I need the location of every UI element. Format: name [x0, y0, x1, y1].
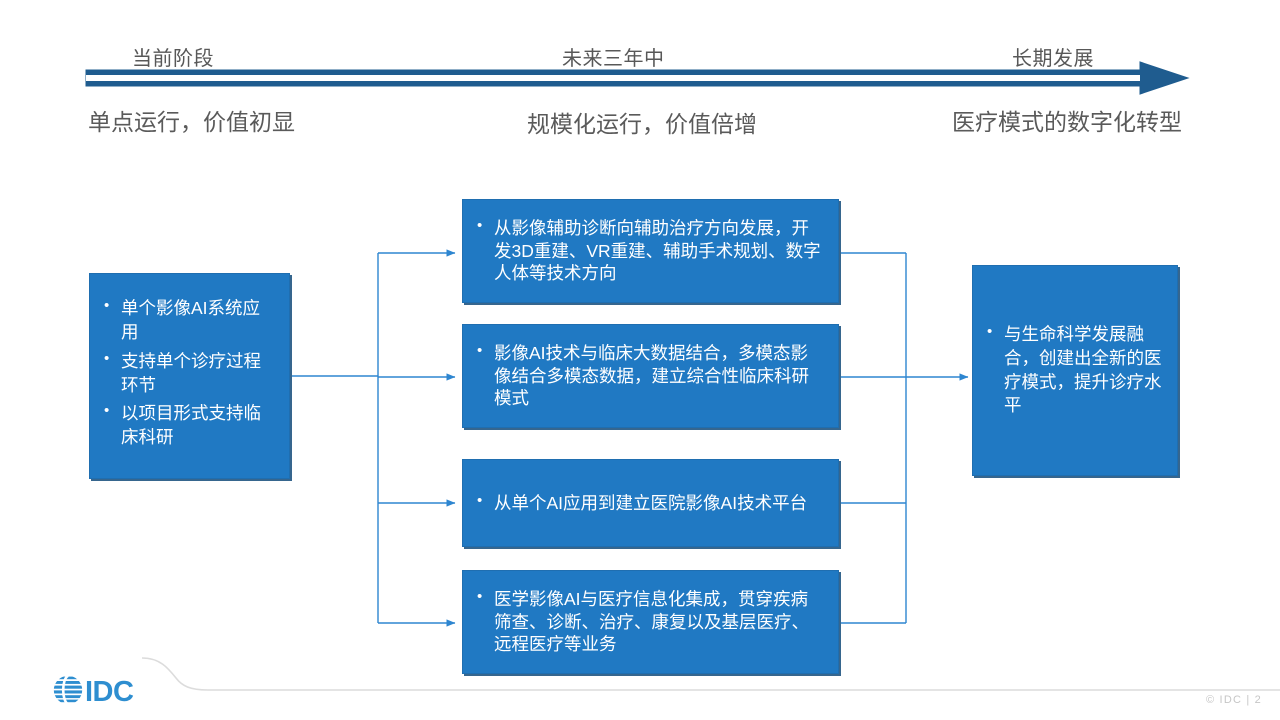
flow-node-current-stage[interactable]: 单个影像AI系统应用 支持单个诊疗过程环节 以项目形式支持临床科研 — [89, 273, 290, 479]
timeline-phase-caption-current: 单点运行，价值初显 — [88, 109, 295, 135]
flow-node-midterm-4-list: 医学影像AI与医疗信息化集成，贯穿疾病筛查、诊断、治疗、康复以及基层医疗、远程医… — [475, 587, 824, 656]
flow-node-midterm-1[interactable]: 从影像辅助诊断向辅助治疗方向发展，开发3D重建、VR重建、辅助手术规划、数字人体… — [462, 199, 839, 303]
list-item: 影像AI技术与临床大数据结合，多模态影像结合多模态数据，建立综合性临床科研模式 — [475, 341, 824, 410]
timeline-phase-label-longterm: 长期发展 — [1012, 48, 1094, 70]
idc-logo-icon: IDC — [53, 674, 135, 707]
flow-node-midterm-2-list: 影像AI技术与临床大数据结合，多模态影像结合多模态数据，建立综合性临床科研模式 — [475, 341, 824, 410]
list-item: 单个影像AI系统应用 — [102, 296, 275, 345]
flow-node-midterm-4[interactable]: 医学影像AI与医疗信息化集成，贯穿疾病筛查、诊断、治疗、康复以及基层医疗、远程医… — [462, 570, 839, 674]
idc-logo-wordmark: IDC — [85, 676, 134, 707]
footer-divider — [141, 657, 1280, 691]
list-item: 从影像辅助诊断向辅助治疗方向发展，开发3D重建、VR重建、辅助手术规划、数字人体… — [475, 216, 824, 285]
list-item: 从单个AI应用到建立医院影像AI技术平台 — [475, 491, 824, 515]
list-item: 以项目形式支持临床科研 — [102, 401, 275, 450]
footer-credit: © IDC | 2 — [1206, 694, 1262, 706]
globe-icon — [53, 674, 83, 706]
flow-node-midterm-1-list: 从影像辅助诊断向辅助治疗方向发展，开发3D重建、VR重建、辅助手术规划、数字人体… — [475, 216, 824, 285]
timeline-phase-caption-midterm: 规模化运行，价值倍增 — [527, 111, 757, 137]
flow-node-midterm-3-list: 从单个AI应用到建立医院影像AI技术平台 — [475, 491, 824, 515]
timeline-phase-label-midterm: 未来三年中 — [562, 48, 665, 70]
timeline-arrow-icon — [85, 61, 1190, 95]
flow-node-longterm-list: 与生命科学发展融合，创建出全新的医疗模式，提升诊疗水平 — [985, 322, 1163, 418]
flow-node-midterm-2[interactable]: 影像AI技术与临床大数据结合，多模态影像结合多模态数据，建立综合性临床科研模式 — [462, 324, 839, 428]
timeline-phase-caption-longterm: 医疗模式的数字化转型 — [952, 109, 1182, 135]
flow-node-longterm[interactable]: 与生命科学发展融合，创建出全新的医疗模式，提升诊疗水平 — [972, 265, 1178, 476]
flow-node-current-stage-list: 单个影像AI系统应用 支持单个诊疗过程环节 以项目形式支持临床科研 — [102, 296, 275, 455]
list-item: 医学影像AI与医疗信息化集成，贯穿疾病筛查、诊断、治疗、康复以及基层医疗、远程医… — [475, 587, 824, 656]
list-item: 支持单个诊疗过程环节 — [102, 349, 275, 398]
list-item: 与生命科学发展融合，创建出全新的医疗模式，提升诊疗水平 — [985, 322, 1163, 418]
timeline-phase-label-current: 当前阶段 — [132, 48, 214, 70]
flow-node-midterm-3[interactable]: 从单个AI应用到建立医院影像AI技术平台 — [462, 459, 839, 547]
